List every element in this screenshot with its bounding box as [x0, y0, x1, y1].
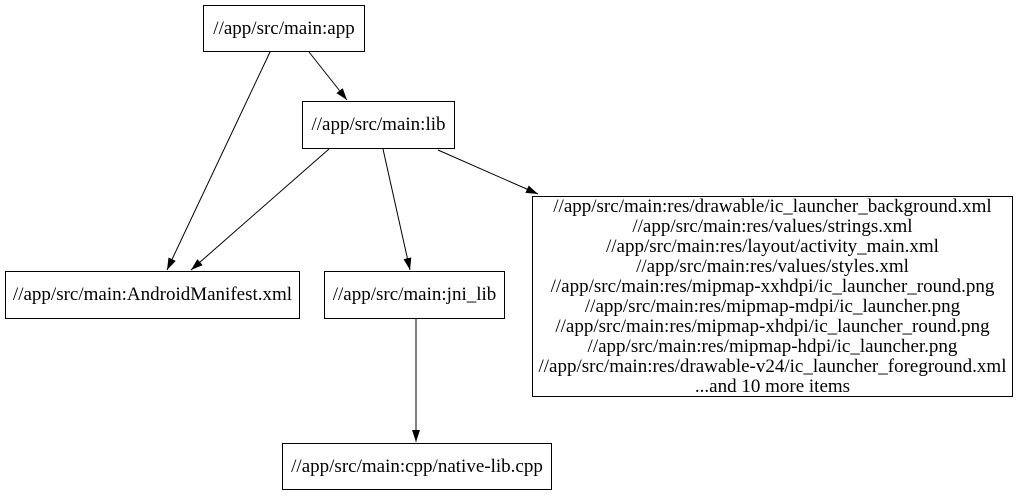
edge-app-to-lib	[308, 51, 348, 101]
edge-lib-to-android-manifest	[190, 148, 330, 271]
node-android-manifest: //app/src/main:AndroidManifest.xml	[5, 271, 300, 319]
node-android-manifest-label: //app/src/main:AndroidManifest.xml	[12, 284, 293, 305]
node-jni-lib-label: //app/src/main:jni_lib	[332, 284, 497, 305]
node-res-files: //app/src/main:res/drawable/ic_launcher_…	[532, 196, 1013, 397]
node-app: //app/src/main:app	[203, 5, 365, 52]
node-res-files-label: //app/src/main:res/drawable/ic_launcher_…	[538, 195, 1007, 397]
edge-app-to-android-manifest	[166, 51, 271, 271]
node-lib-label: //app/src/main:lib	[311, 114, 446, 135]
node-jni-lib: //app/src/main:jni_lib	[324, 271, 505, 319]
edge-lib-to-res-files	[437, 149, 539, 195]
node-app-label: //app/src/main:app	[213, 17, 355, 39]
edge-lib-to-jni-lib	[382, 148, 412, 271]
node-native-lib-cpp: //app/src/main:cpp/native-lib.cpp	[282, 443, 552, 490]
node-lib: //app/src/main:lib	[302, 101, 455, 149]
node-native-lib-cpp-label: //app/src/main:cpp/native-lib.cpp	[291, 455, 543, 477]
